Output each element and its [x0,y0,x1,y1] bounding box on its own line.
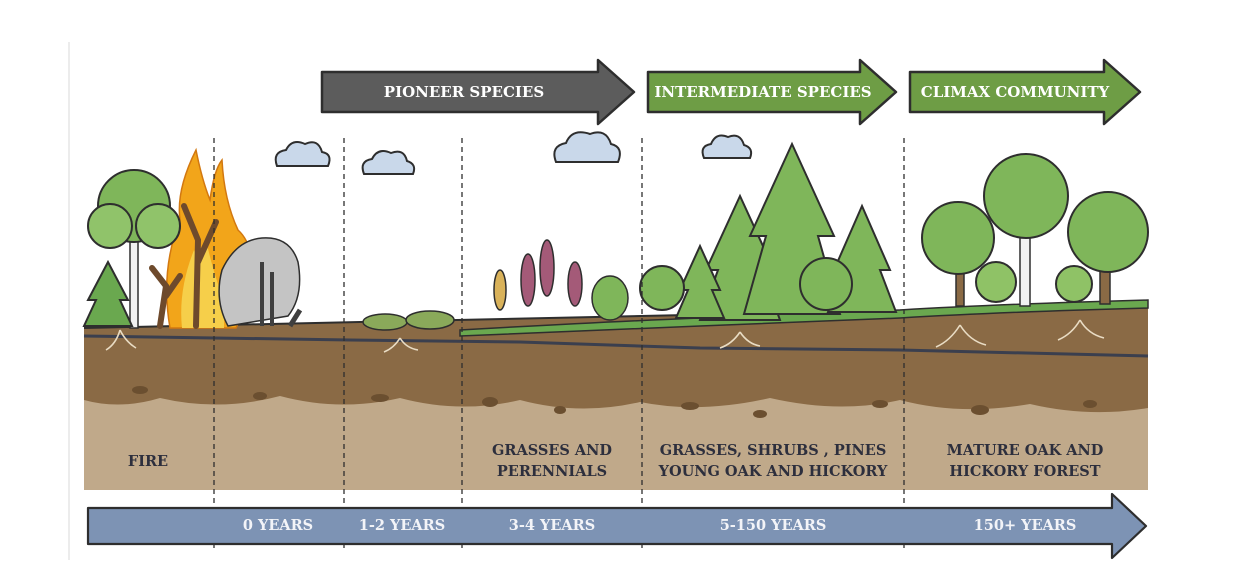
phase-label-intermediate: INTERMEDIATE SPECIES [654,83,871,101]
cloud-icon [701,134,753,159]
time-label-0-years: 0 YEARS [243,517,313,534]
phase-arrow-pioneer: PIONEER SPECIES [320,58,636,126]
ground-label-grasses-line2: PERENNIALS [497,463,607,480]
ground-label-fire: FIRE [128,453,168,470]
stage-dividers [213,138,905,550]
time-label-1-2-years: 1-2 YEARS [359,517,445,534]
ground-label-intermediate-line2: YOUNG OAK AND HICKORY [658,463,888,480]
cloud-icon [274,141,331,167]
cloud-icon [553,131,621,163]
time-label-150-plus-years: 150+ YEARS [974,517,1077,534]
phase-label-climax: CLIMAX COMMUNITY [921,83,1110,101]
time-label-3-4-years: 3-4 YEARS [509,517,595,534]
cloud-icon [361,150,416,175]
phase-label-pioneer: PIONEER SPECIES [384,83,544,101]
ground-label-intermediate-line1: GRASSES, SHRUBS , PINES [660,442,887,459]
phase-arrow-intermediate: INTERMEDIATE SPECIES [646,58,898,126]
phase-arrow-climax: CLIMAX COMMUNITY [908,58,1142,126]
timeline-arrow [86,492,1148,560]
ground-label-grasses-line1: GRASSES AND [492,442,612,459]
soil-cross-section [83,304,1149,490]
ground-label-mature-line1: MATURE OAK AND [947,442,1104,459]
ground-label-mature-line2: HICKORY FOREST [949,463,1100,480]
time-label-5-150-years: 5-150 YEARS [720,517,827,534]
trees-group [82,141,1149,331]
